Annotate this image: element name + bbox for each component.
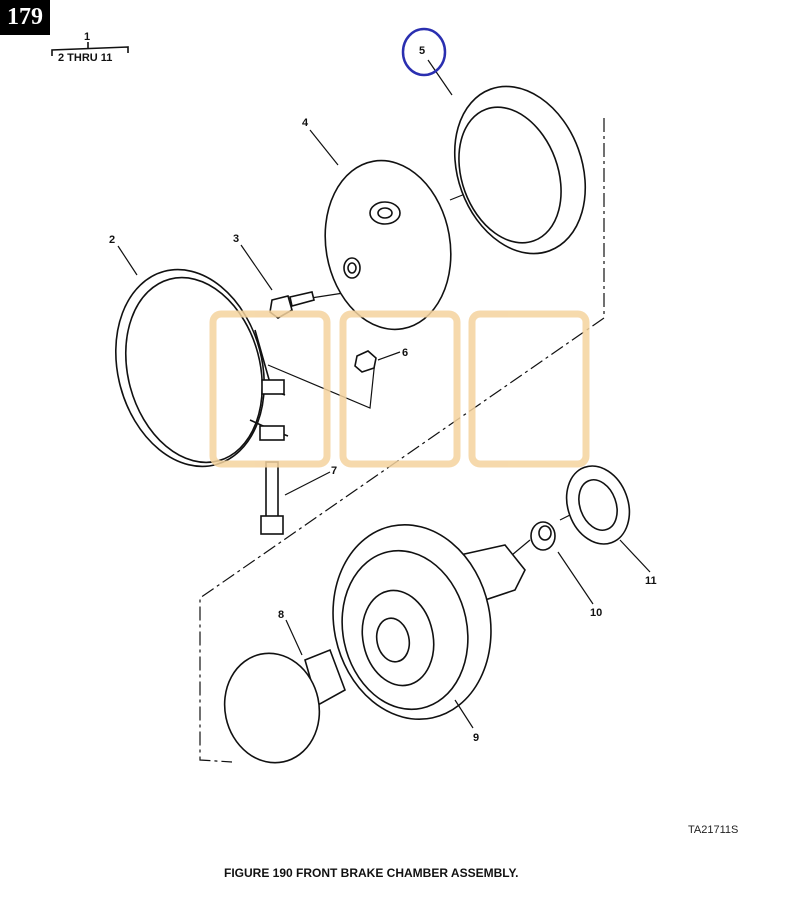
assembly-line — [199, 118, 605, 763]
callout-9: 9 — [473, 732, 479, 744]
reference-code: TA21711S — [688, 824, 739, 836]
bolt-7 — [260, 461, 284, 535]
callout-3: 3 — [233, 233, 239, 245]
push-plate-8 — [223, 648, 346, 764]
callout-5: 5 — [419, 45, 425, 57]
callout-4: 4 — [302, 117, 309, 129]
callout-11: 11 — [645, 575, 657, 587]
assembly-range: 2 THRU 11 — [58, 52, 112, 64]
watermark — [209, 310, 590, 468]
housing-4 — [324, 159, 452, 331]
callout-6: 6 — [402, 347, 408, 359]
callout-10: 10 — [590, 607, 602, 619]
figure-caption: FIGURE 190 FRONT BRAKE CHAMBER ASSEMBLY. — [224, 866, 519, 880]
highlight-circle — [401, 27, 447, 77]
locknut-11 — [565, 465, 631, 545]
callout-2: 2 — [109, 234, 115, 246]
clamp-ring-2 — [114, 268, 289, 468]
diaphragm-5 — [453, 85, 587, 255]
leader-lines — [117, 59, 651, 729]
callout-8: 8 — [278, 609, 284, 621]
callout-7: 7 — [331, 465, 337, 477]
nut-6 — [354, 350, 377, 373]
page-number: 179 — [0, 0, 50, 35]
washer-10 — [530, 521, 556, 551]
piston-9 — [332, 523, 526, 721]
assembly-number: 1 — [84, 31, 90, 43]
assembly-bracket: 1 2 THRU 11 — [51, 31, 129, 64]
